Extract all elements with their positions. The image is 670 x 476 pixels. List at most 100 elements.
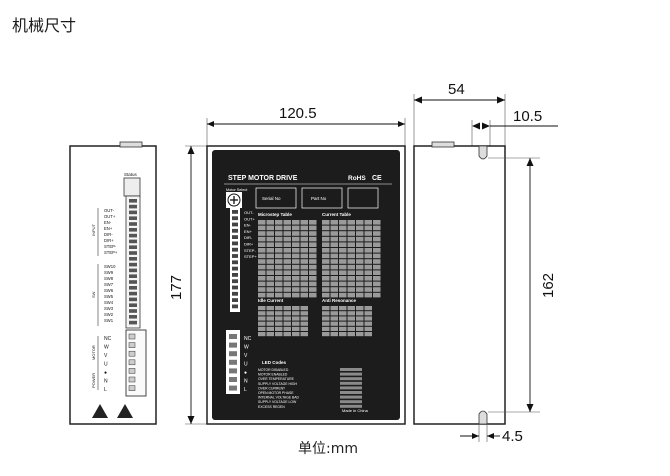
table-cell: [373, 220, 381, 225]
table-cell: [347, 220, 355, 225]
signal-label: EN+: [104, 226, 113, 231]
table-cell: [275, 287, 283, 292]
table-cell: [347, 332, 355, 337]
table-cell: [300, 242, 308, 247]
table-cell: [300, 248, 308, 253]
led-row-value: [340, 400, 362, 404]
table-cell: [275, 276, 283, 281]
led-row-value: [340, 377, 362, 381]
table-cell: [347, 281, 355, 287]
table-cell: [258, 248, 266, 253]
table-cell: [258, 276, 266, 281]
table-cell: [275, 306, 283, 311]
table-cell: [300, 316, 308, 321]
table-cell: [258, 311, 266, 316]
terminal-label: N: [104, 379, 108, 385]
table-cell: [283, 253, 291, 259]
switch-label: SW6: [104, 288, 114, 293]
table-cell: [258, 306, 266, 311]
table-cell: [275, 326, 283, 331]
table-cell: [330, 231, 338, 236]
dip-slot: [232, 266, 238, 271]
led-row-value: [340, 381, 362, 385]
table-cell: [339, 292, 347, 298]
table-cell: [364, 220, 372, 225]
table-cell: [300, 236, 308, 242]
table-cell: [266, 292, 274, 298]
table-cell: [322, 259, 330, 264]
table-cell: [322, 248, 330, 253]
table-cell: [347, 287, 355, 292]
table-cell: [322, 306, 330, 311]
motor-group-label: MOTOR: [91, 345, 96, 360]
terminal-label: N: [244, 379, 248, 385]
table-cell: [292, 259, 300, 264]
table-cell: [330, 220, 338, 225]
table-cell: [258, 281, 266, 287]
table-cell: [356, 316, 364, 321]
dip-slot: [232, 279, 238, 284]
table-cell: [283, 326, 291, 331]
table-cell: [373, 292, 381, 298]
table-cell: [266, 220, 274, 225]
table-cell: [364, 248, 372, 253]
table-cell: [347, 253, 355, 259]
dim-side-bottom: 4.5: [502, 428, 523, 445]
dim-side-depth: 54: [448, 81, 465, 98]
table-cell: [356, 332, 364, 337]
terminal-label: NC: [244, 336, 252, 342]
table-cell: [322, 276, 330, 281]
table-cell: [275, 292, 283, 298]
table-cell: [322, 321, 330, 326]
made-in-label: Made in China: [342, 408, 369, 413]
signal-label: DIR-: [104, 232, 113, 237]
terminal-pin: [128, 350, 136, 357]
table-cell: [364, 306, 372, 311]
table-cell: [283, 242, 291, 247]
table-cell: [275, 231, 283, 236]
table-cell: [275, 236, 283, 242]
table-cell: [258, 332, 266, 337]
table-cell: [266, 316, 274, 321]
signal-label: OUT-: [104, 208, 115, 213]
brand-title: STEP MOTOR DRIVE: [228, 175, 298, 182]
table-cell: [339, 253, 347, 259]
terminal-label: ●: [244, 370, 247, 376]
table-cell: [283, 225, 291, 231]
table-cell: [322, 316, 330, 321]
table-cell: [356, 220, 364, 225]
signal-label: STEP+: [104, 250, 118, 255]
table-cell: [339, 316, 347, 321]
signal-label: DIR+: [104, 238, 114, 243]
table-cell: [283, 306, 291, 311]
dip-slot: [129, 199, 137, 203]
table-cell: [300, 225, 308, 231]
input-group-label: INPUT: [91, 223, 96, 236]
dip-slot: [232, 216, 238, 221]
table-cell: [322, 292, 330, 298]
table-cell: [275, 311, 283, 316]
table-cell: [364, 332, 372, 337]
table-cell: [292, 225, 300, 231]
page-title: 机械尺寸: [12, 16, 77, 35]
dip-slot: [232, 247, 238, 252]
switch-label: SW9: [104, 270, 114, 275]
table-cell: [322, 231, 330, 236]
table-cell: [300, 326, 308, 331]
table-cell: [339, 242, 347, 247]
table-cell: [266, 264, 274, 270]
terminal-pin: [229, 385, 237, 391]
table-cell: [266, 332, 274, 337]
table-cell: [292, 253, 300, 259]
table-cell: [283, 281, 291, 287]
signal-label: STEP+: [244, 254, 257, 259]
table-cell: [339, 264, 347, 270]
terminal-label: ●: [104, 370, 107, 376]
microstep-title: Microstep Table: [258, 212, 292, 217]
table-cell: [364, 292, 372, 298]
table-cell: [258, 326, 266, 331]
table-cell: [292, 248, 300, 253]
table-cell: [356, 242, 364, 247]
table-cell: [292, 220, 300, 225]
signal-label: OUT+: [104, 214, 116, 219]
